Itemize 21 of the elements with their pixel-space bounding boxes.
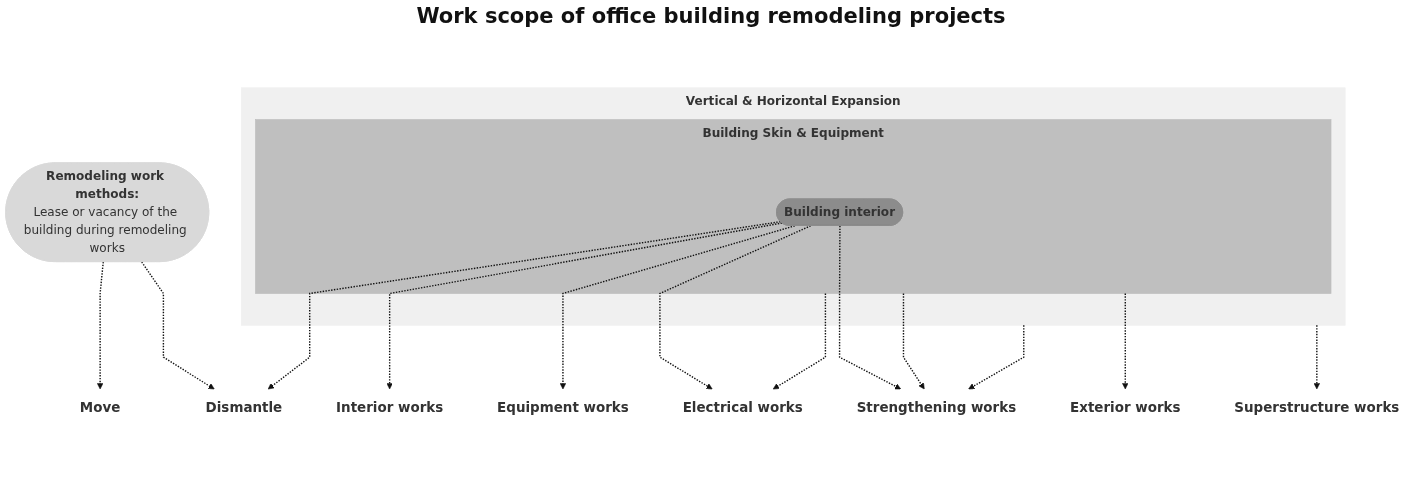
arrow [267,220,782,390]
arrow [772,292,827,390]
arrow [141,261,215,390]
diagram-title: Work scope of office building remodeling projects [416,4,1006,28]
node-text: Interior works [336,399,444,416]
arrow [838,225,902,390]
node-text: Equipment works [497,399,629,416]
arrow [902,292,925,390]
arrow [559,225,796,390]
arrow [659,225,812,390]
arrow [386,222,783,390]
arrow [1122,292,1129,390]
node-text: Superstructure works [1234,399,1400,416]
node-text: Exterior works [1070,399,1181,416]
arrow [1313,324,1320,390]
node-text: Strengthening works [856,399,1017,416]
node-text: Dismantle [205,399,283,416]
node-text: Move [79,399,121,416]
arrow [968,324,1025,390]
node-text: Electrical works [682,399,803,416]
arrow [97,261,104,390]
